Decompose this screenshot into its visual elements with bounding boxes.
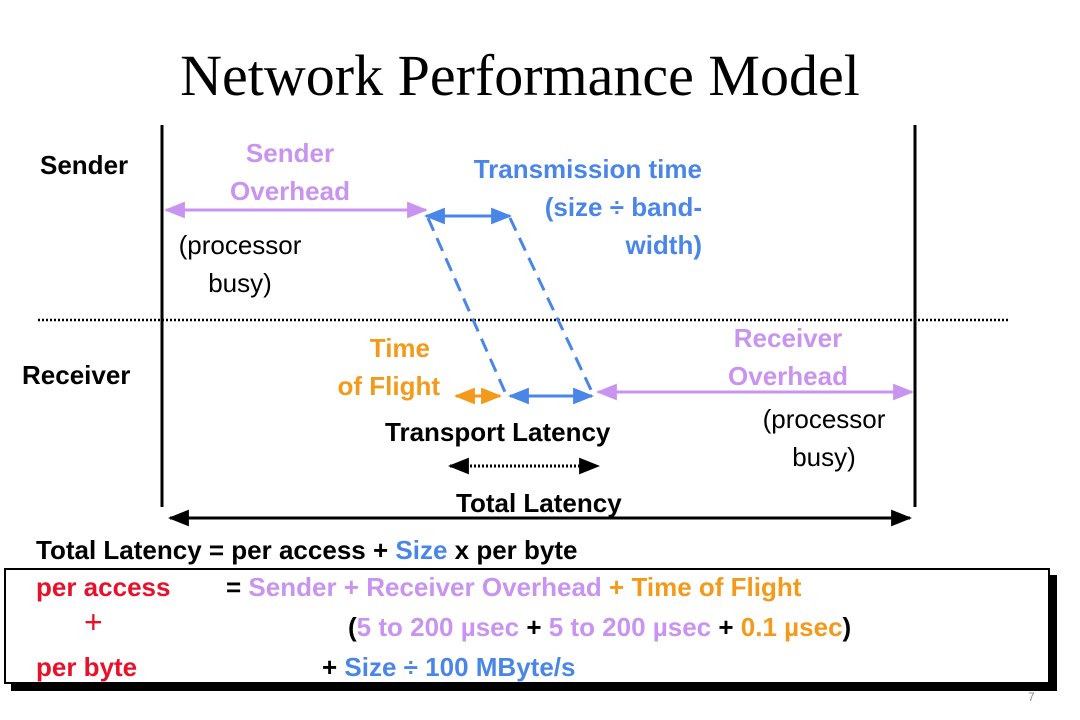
formula-per-access-label: per access (36, 572, 171, 602)
formula-per-access-expr: = Sender + Receiver Overhead + Time of F… (226, 572, 801, 603)
total-latency-label: Total Latency (456, 488, 622, 518)
formula-values-line: (5 to 200 µsec + 5 to 200 µsec + 0.1 µse… (348, 612, 851, 643)
formula-plus-1: + (601, 572, 632, 602)
transmission-label-line3: width) (625, 230, 702, 260)
formula-total-prefix: Total Latency = per access + (36, 535, 396, 565)
slide-number: 7 (1028, 690, 1035, 704)
formula-line-total: Total Latency = per access + Size x per … (36, 535, 577, 566)
sender-busy-label-line1: (processor (178, 230, 302, 260)
formula-box (4, 568, 1050, 684)
sender-overhead-label-line1: Sender (245, 138, 335, 168)
sender-busy-label-line2: busy) (208, 268, 272, 298)
receiver-overhead-label-line2: Overhead (728, 361, 848, 391)
transport-latency-label: Transport Latency (385, 417, 611, 447)
formula-total-size: Size (395, 535, 448, 565)
formula-values-plus-2: + (711, 612, 741, 642)
formula-per-byte-plus: + (322, 652, 345, 682)
formula-time-of-flight: Time of Flight (631, 572, 802, 602)
formula-receiver-overhead: Receiver Overhead (366, 572, 602, 602)
sender-label: Sender (40, 150, 129, 180)
sender-overhead-label-line2: Overhead (230, 176, 350, 206)
transmission-label-line2: (size ÷ band- (544, 192, 702, 222)
receiver-overhead-label-line1: Receiver (733, 323, 843, 353)
receiver-busy-label-line1: (processor (762, 404, 886, 434)
formula-receiver-range: 5 to 200 µsec (548, 612, 712, 642)
formula-per-byte-label: per byte (36, 652, 138, 682)
formula-per-byte-expr: + Size ÷ 100 MByte/s (322, 652, 575, 683)
formula-plus-sign: + (84, 604, 103, 640)
formula-values-plus-1: + (519, 612, 549, 642)
formula-equals: = (226, 572, 249, 602)
page-title: Network Performance Model (180, 43, 860, 108)
flight-dashed-line-1 (426, 217, 507, 393)
formula-sender-range: 5 to 200 µsec (356, 612, 520, 642)
formula-total-suffix: x per byte (447, 535, 578, 565)
formula-sender: Sender + (248, 572, 367, 602)
formula-flight-value: 0.1 µsec (740, 612, 843, 642)
formula-paren-close: ) (842, 612, 852, 642)
formula-paren-open: ( (348, 612, 357, 642)
flight-dashed-line-2 (508, 217, 594, 393)
receiver-busy-label-line2: busy) (792, 442, 856, 472)
time-of-flight-label-line2: of Flight (337, 371, 440, 401)
transmission-label-line1: Transmission time (473, 154, 702, 184)
receiver-label: Receiver (22, 360, 131, 390)
formula-bandwidth: Size ÷ 100 MByte/s (344, 652, 576, 682)
time-of-flight-label-line1: Time (369, 333, 430, 363)
